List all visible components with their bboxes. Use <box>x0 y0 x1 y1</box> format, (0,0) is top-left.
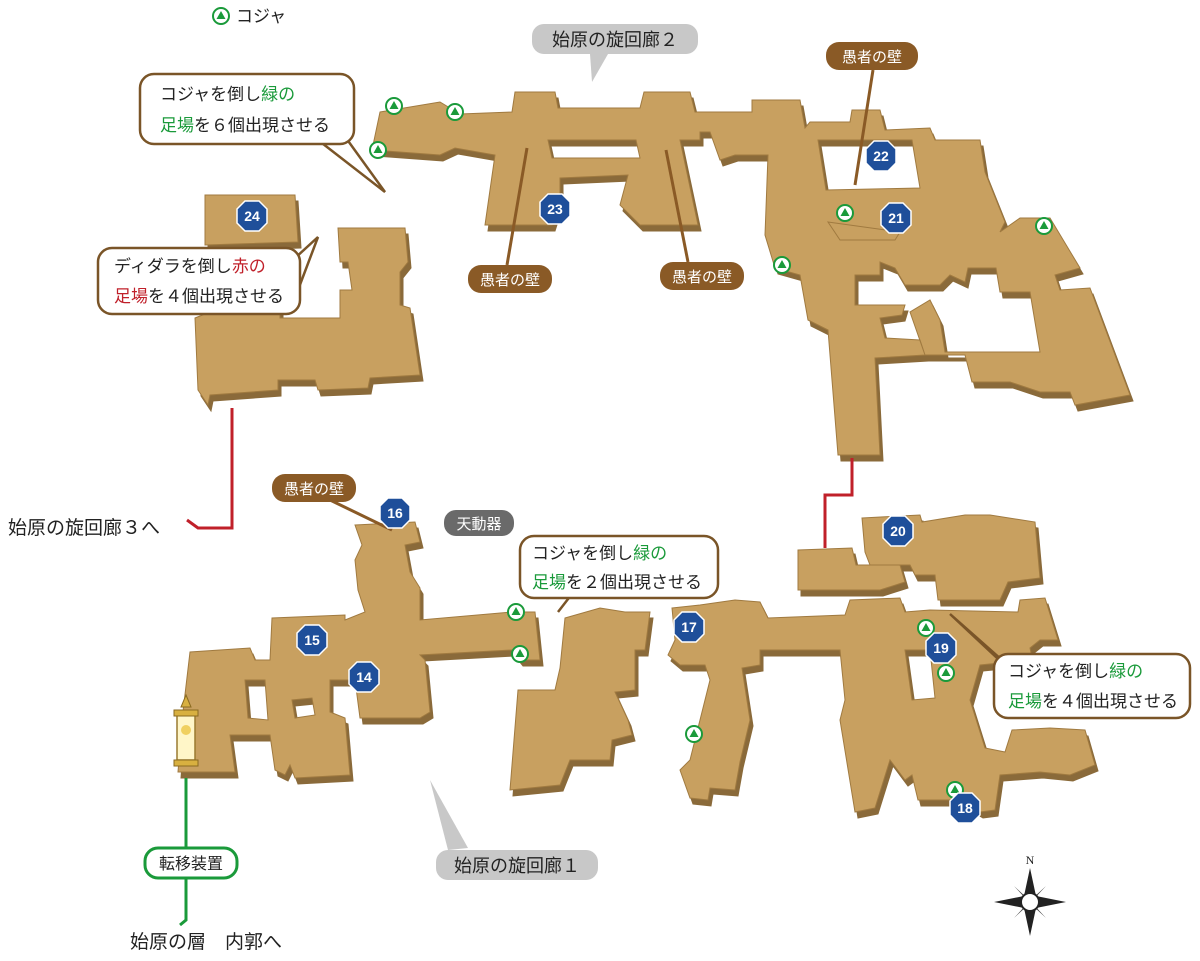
callout-didara-4: ディダラを倒し赤の 足場を４個出現させる <box>96 246 302 316</box>
svg-text:コジャを倒し緑の: コジャを倒し緑の <box>1008 662 1143 681</box>
svg-text:足場を２個出現させる: 足場を２個出現させる <box>532 573 702 592</box>
svg-text:24: 24 <box>244 208 260 224</box>
svg-text:20: 20 <box>890 523 906 539</box>
marker-16: 16 <box>379 497 411 529</box>
kojya-icon <box>385 97 403 115</box>
svg-text:17: 17 <box>681 619 697 635</box>
marker-17: 17 <box>673 611 705 643</box>
kojya-icon <box>446 103 464 121</box>
svg-text:転移装置: 転移装置 <box>159 855 223 873</box>
svg-text:15: 15 <box>304 632 320 648</box>
red-path-to-area3 <box>186 408 234 530</box>
svg-text:愚者の壁: 愚者の壁 <box>672 269 732 286</box>
svg-text:ディダラを倒し赤の: ディダラを倒し赤の <box>114 256 266 276</box>
wall-tags: 愚者の壁 愚者の壁 愚者の壁 愚者の壁 <box>272 42 918 502</box>
marker-21: 21 <box>880 202 912 234</box>
svg-text:23: 23 <box>547 201 563 217</box>
kojya-icon <box>773 256 791 274</box>
marker-15: 15 <box>296 624 328 656</box>
kojya-icon <box>937 664 955 682</box>
svg-text:コジャを倒し緑の: コジャを倒し緑の <box>160 85 295 104</box>
wall-tag: 愚者の壁 <box>272 474 356 502</box>
exit-inner: 始原の層 内郭へ <box>130 931 282 953</box>
kojya-icon <box>1035 217 1053 235</box>
kojya-icon <box>511 645 529 663</box>
area-tag-1: 始原の旋回廊１ <box>430 780 598 880</box>
kojya-icon <box>685 725 703 743</box>
area-tag-2: 始原の旋回廊２ <box>532 24 698 82</box>
floor-area-1-west <box>177 521 541 779</box>
svg-text:14: 14 <box>356 669 372 685</box>
svg-text:足場を６個出現させる: 足場を６個出現させる <box>160 116 330 135</box>
floor-area-2 <box>371 91 1131 456</box>
marker-23: 23 <box>539 193 571 225</box>
legend-label: コジャ <box>236 7 286 26</box>
callout-kojya-2: コジャを倒し緑の 足場を２個出現させる <box>518 534 720 600</box>
svg-text:コジャを倒し緑の: コジャを倒し緑の <box>532 544 667 563</box>
kojya-icon <box>917 619 935 637</box>
callout-kojya-4: コジャを倒し緑の 足場を４個出現させる <box>992 652 1192 720</box>
marker-19: 19 <box>925 632 957 664</box>
kojya-icon <box>507 603 525 621</box>
callout-kojya-6: コジャを倒し緑の 足場を６個出現させる <box>138 72 356 146</box>
svg-text:始原の旋回廊２: 始原の旋回廊２ <box>552 30 678 50</box>
red-path-area1-area2 <box>823 458 854 548</box>
wall-tag: 愚者の壁 <box>826 42 918 70</box>
svg-text:19: 19 <box>933 640 949 656</box>
green-path-teleport <box>179 778 188 927</box>
kojya-icon <box>369 141 387 159</box>
teleport-tag: 転移装置 <box>143 846 239 880</box>
svg-text:16: 16 <box>387 505 403 521</box>
svg-text:足場を４個出現させる: 足場を４個出現させる <box>1008 692 1178 711</box>
kojya-icon <box>836 204 854 222</box>
marker-22: 22 <box>865 140 897 172</box>
svg-text:始原の旋回廊１: 始原の旋回廊１ <box>454 856 580 876</box>
numbered-markers: 14 15 16 17 18 19 20 21 22 23 24 <box>236 140 981 824</box>
svg-text:愚者の壁: 愚者の壁 <box>480 272 540 289</box>
svg-text:N: N <box>1026 853 1035 867</box>
marker-20: 20 <box>882 515 914 547</box>
marker-14: 14 <box>348 661 380 693</box>
kojya-legend-icon <box>212 7 230 25</box>
svg-text:22: 22 <box>873 148 889 164</box>
svg-text:愚者の壁: 愚者の壁 <box>842 49 902 66</box>
svg-text:21: 21 <box>888 210 904 226</box>
svg-text:愚者の壁: 愚者の壁 <box>284 481 344 498</box>
svg-text:18: 18 <box>957 800 973 816</box>
marker-18: 18 <box>949 792 981 824</box>
wall-tag: 愚者の壁 <box>660 262 744 290</box>
wall-tag: 愚者の壁 <box>468 265 552 293</box>
svg-text:天動器: 天動器 <box>456 516 501 533</box>
marker-24: 24 <box>236 200 268 232</box>
tendouki-tag: 天動器 <box>444 510 514 536</box>
wall-pointer-lines <box>329 69 875 532</box>
compass-icon: N <box>994 853 1066 936</box>
teleport-device-icon <box>173 693 199 767</box>
svg-text:足場を４個出現させる: 足場を４個出現させる <box>114 287 284 306</box>
exit-to-area3: 始原の旋回廊３へ <box>8 517 160 539</box>
